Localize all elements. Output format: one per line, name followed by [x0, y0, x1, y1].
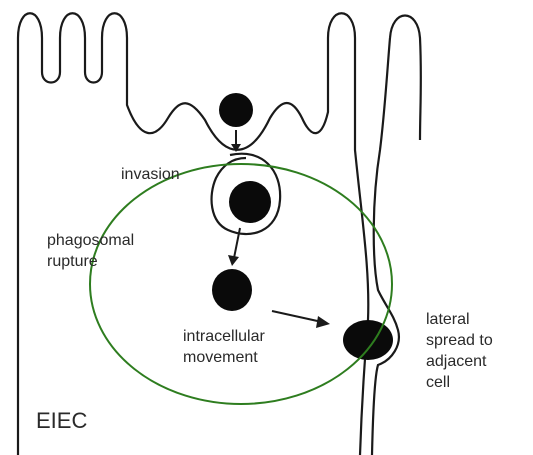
cell-type-label: EIEC [36, 408, 87, 434]
spread-arrowhead [316, 316, 330, 328]
lateral-spread-line4: cell [426, 372, 493, 393]
bacterium-in-vacuole [229, 181, 271, 223]
phagosomal-rupture-line1: phagosomal [47, 230, 134, 251]
invasion-arrowhead [231, 144, 241, 152]
lateral-spread-line2: spread to [426, 330, 493, 351]
lateral-spread-label: lateral spread to adjacent cell [426, 309, 493, 393]
intracellular-bacterium [212, 269, 252, 311]
rupture-arrowhead [228, 255, 239, 266]
intracellular-movement-line2: movement [183, 347, 265, 368]
lateral-spread-line1: lateral [426, 309, 493, 330]
lateral-spread-line3: adjacent [426, 351, 493, 372]
invading-bacterium [219, 93, 253, 127]
invasion-label: invasion [121, 164, 180, 185]
spreading-bacterium [343, 320, 393, 360]
intracellular-movement-line1: intracellular [183, 326, 265, 347]
invasion-text: invasion [121, 166, 180, 183]
spread-arrow [272, 311, 322, 322]
phagosomal-rupture-label: phagosomal rupture [47, 230, 134, 272]
phagosomal-rupture-line2: rupture [47, 251, 134, 272]
intracellular-movement-label: intracellular movement [183, 326, 265, 368]
